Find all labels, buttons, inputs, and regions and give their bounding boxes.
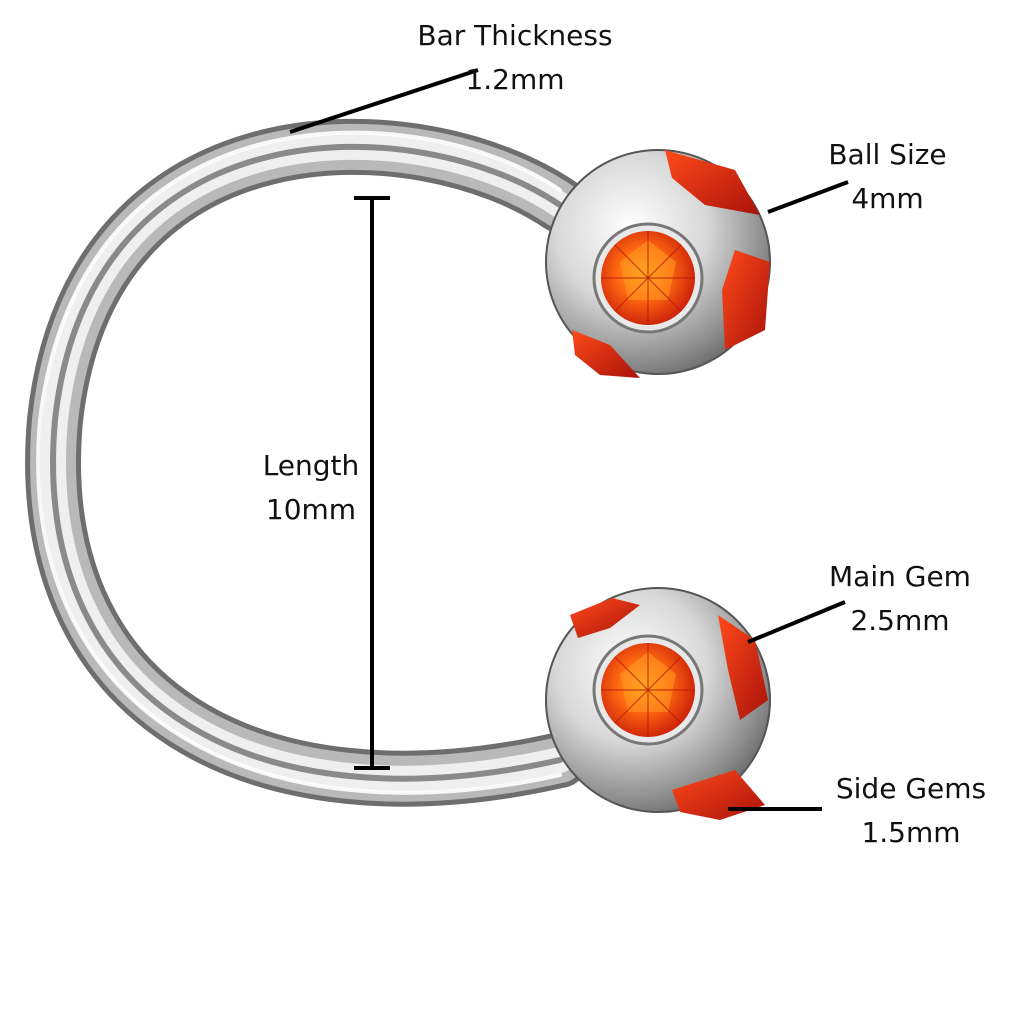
ring-bar — [25, 118, 588, 807]
pointer-lines — [289, 68, 849, 811]
bar-thickness-label: Bar Thickness 1.2mm — [405, 14, 625, 102]
top-ball — [545, 149, 771, 378]
length-name: Length — [262, 449, 360, 482]
bar-thickness-pointer — [289, 68, 479, 134]
ball-size-name: Ball Size — [828, 138, 947, 171]
main-gem-name: Main Gem — [829, 560, 971, 593]
bar-thickness-name: Bar Thickness — [417, 19, 613, 52]
bottom-side-gem-upper — [570, 598, 640, 638]
length-value: 10mm — [265, 493, 357, 526]
ball-size-label: Ball Size 4mm — [810, 133, 965, 221]
side-gems-label: Side Gems 1.5mm — [826, 767, 996, 855]
main-gem-pointer — [747, 600, 846, 644]
bar-thickness-value: 1.2mm — [465, 63, 565, 96]
side-gems-name: Side Gems — [835, 772, 987, 805]
main-gem-label: Main Gem 2.5mm — [815, 555, 985, 643]
top-side-gem-upper — [665, 150, 760, 215]
main-gem-value: 2.5mm — [850, 604, 950, 637]
ball-size-value: 4mm — [851, 182, 924, 215]
bottom-ball — [545, 587, 771, 820]
length-dimension — [354, 196, 390, 770]
top-side-gem-right — [722, 250, 770, 350]
top-side-gem-lower — [572, 330, 640, 378]
length-label: Length 10mm — [248, 444, 374, 532]
ball-size-pointer — [767, 180, 849, 214]
bottom-side-gem-right — [718, 615, 768, 720]
side-gems-value: 1.5mm — [861, 816, 961, 849]
